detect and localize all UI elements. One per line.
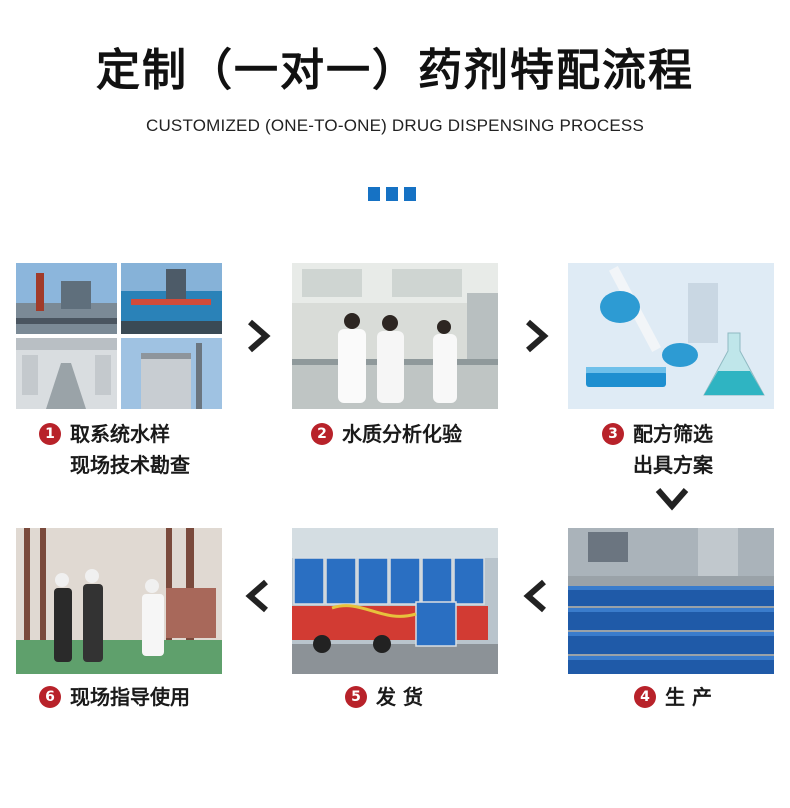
step-3-label: 3 配方筛选 出具方案 [602, 419, 713, 481]
step-2-line-1: 水质分析化验 [342, 422, 462, 446]
chevron-left-icon [245, 579, 268, 613]
step-2-lab-photo [292, 263, 498, 409]
chevron-down-icon [655, 488, 689, 511]
step-1-photo-collage [16, 263, 222, 409]
chevron-right-icon [526, 319, 549, 353]
step-3-number-badge: 3 [602, 423, 624, 445]
step-1-label: 1 取系统水样 现场技术勘查 [39, 419, 190, 481]
step-3-line-1: 配方筛选 [633, 422, 713, 446]
chevron-right-icon [248, 319, 271, 353]
step-5-shipping-photo [292, 528, 498, 674]
step-6-onsite-photo [16, 528, 222, 674]
step-2-label: 2 水质分析化验 [311, 419, 462, 450]
step-3-line-2: 出具方案 [633, 453, 713, 477]
step-6-label: 6 现场指导使用 [39, 682, 190, 713]
step-4-line-1: 生 产 [665, 685, 712, 709]
page-title: 定制（一对一）药剂特配流程 [96, 45, 694, 96]
step-1-line-2: 现场技术勘查 [70, 453, 190, 477]
step-1-number-badge: 1 [39, 423, 61, 445]
chevron-left-icon [523, 579, 546, 613]
step-1-line-1: 取系统水样 [70, 422, 170, 446]
step-4-label: 4 生 产 [634, 682, 712, 713]
step-5-number-badge: 5 [345, 686, 367, 708]
divider-dots [368, 187, 416, 201]
step-5-line-1: 发 货 [376, 685, 423, 709]
step-4-production-photo [568, 528, 774, 674]
step-3-pipette-photo [568, 263, 774, 409]
page-subtitle: CUSTOMIZED (ONE-TO-ONE) DRUG DISPENSING … [145, 116, 645, 135]
step-6-number-badge: 6 [39, 686, 61, 708]
step-6-line-1: 现场指导使用 [70, 685, 190, 709]
step-4-number-badge: 4 [634, 686, 656, 708]
step-5-label: 5 发 货 [345, 682, 423, 713]
step-2-number-badge: 2 [311, 423, 333, 445]
